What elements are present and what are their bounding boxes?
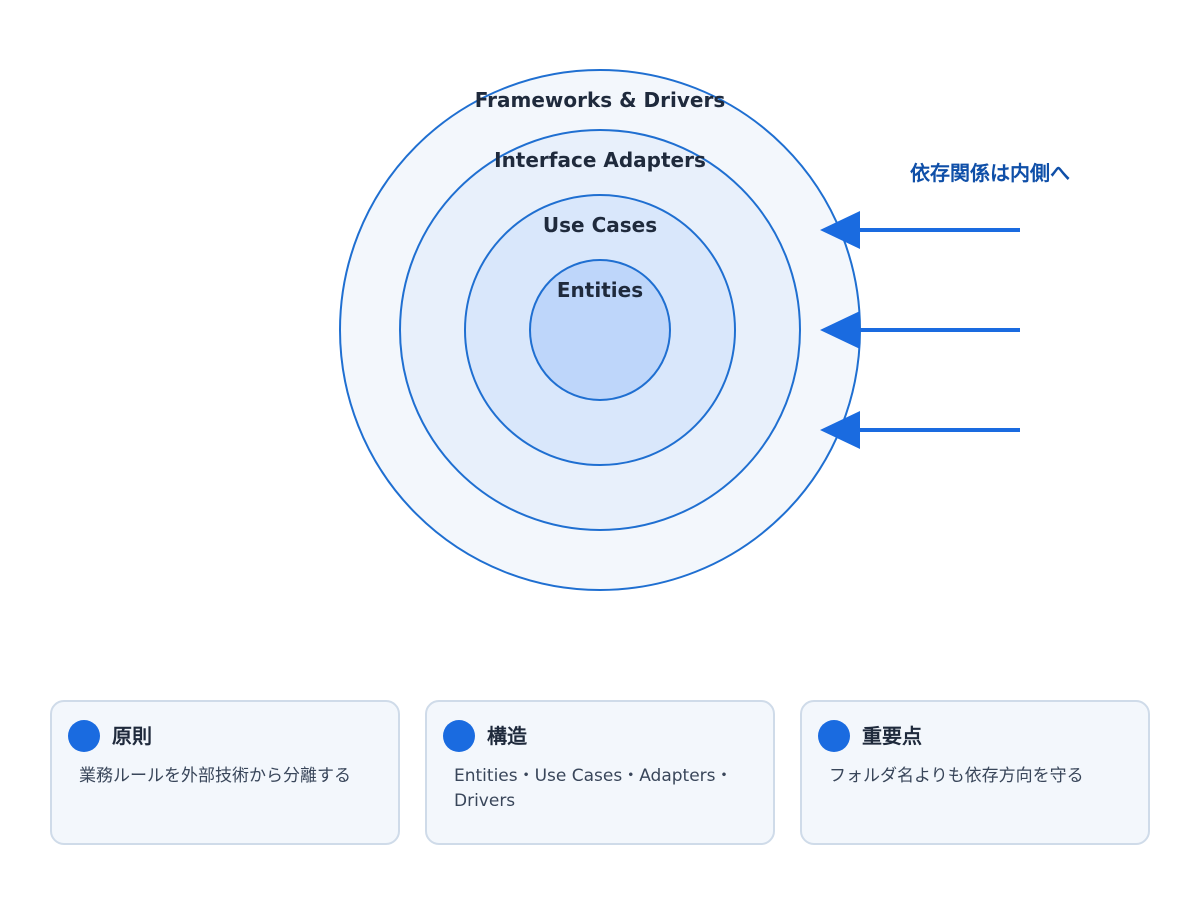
card-text: フォルダ名よりも依存方向を守る [829,766,1084,786]
card-text: 業務ルールを外部技術から分離する [79,766,351,786]
dependency-arrow-bottom [820,411,1020,449]
card-title: 構造 [487,724,527,748]
card-principle: 原則 業務ルールを外部技術から分離する [50,700,400,845]
label-interface-adapters: Interface Adapters [494,148,706,172]
card-key-point: 重要点 フォルダ名よりも依存方向を守る [800,700,1150,845]
bullet-dot-icon [818,720,850,752]
label-frameworks-drivers: Frameworks & Drivers [475,88,726,112]
ring-entities [529,259,671,401]
card-title: 原則 [112,724,152,748]
label-entities: Entities [557,278,643,302]
dependency-arrow-middle [820,311,1020,349]
info-cards: 原則 業務ルールを外部技術から分離する 構造 Entities・Use Case… [50,700,1150,845]
bullet-dot-icon [68,720,100,752]
clean-architecture-diagram: Frameworks & Drivers Interface Adapters … [339,69,1070,591]
card-title: 重要点 [862,724,922,748]
card-text: Entities・Use Cases・Adapters・Drivers [454,766,733,811]
bullet-dot-icon [443,720,475,752]
dependency-direction-label: 依存関係は内側へ [910,161,1070,185]
label-use-cases: Use Cases [543,213,657,237]
dependency-arrow-top [820,211,1020,249]
card-structure: 構造 Entities・Use Cases・Adapters・Drivers [425,700,775,845]
